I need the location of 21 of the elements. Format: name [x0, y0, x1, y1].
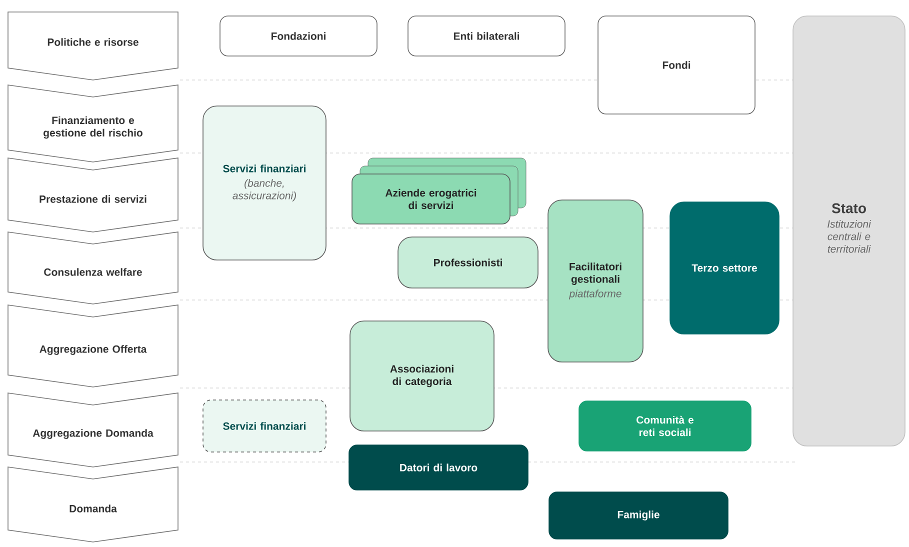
stage-label: Prestazione di servizi — [8, 158, 178, 232]
actor-box: Famiglie — [548, 492, 728, 540]
actor-box: Associazioni di categoria — [350, 320, 494, 432]
actor-box: Enti bilaterali — [408, 16, 566, 56]
actor-box: Facilitatori gestionali piattaforme — [548, 200, 644, 362]
stacked-box: Aziende erogatrici di servizi — [352, 158, 526, 224]
actor-box: Comunità e reti sociali — [578, 400, 752, 452]
stage-label: Politiche e risorse — [8, 12, 178, 80]
actor-box: Datori di lavoro — [348, 444, 528, 490]
actor-box: Terzo settore — [670, 202, 780, 334]
actor-box: Servizi finanziari (banche, assicurazioni) — [202, 106, 326, 260]
actor-box: Fondazioni — [220, 16, 378, 56]
side-panel: Stato Istituzioni centrali e territoriali — [792, 16, 906, 446]
actor-box: Professionisti — [398, 236, 538, 288]
dashed-box: Servizi finanziari — [202, 400, 326, 452]
stage-label: Domanda — [8, 466, 178, 542]
stage-label: Consulenza welfare — [8, 232, 178, 304]
stage-label: Finanziamento e gestione del rischio — [8, 84, 178, 162]
actor-box: Fondi — [598, 16, 756, 114]
stage-label: Aggregazione Offerta — [8, 304, 178, 388]
stage-label: Aggregazione Domanda — [8, 392, 178, 468]
